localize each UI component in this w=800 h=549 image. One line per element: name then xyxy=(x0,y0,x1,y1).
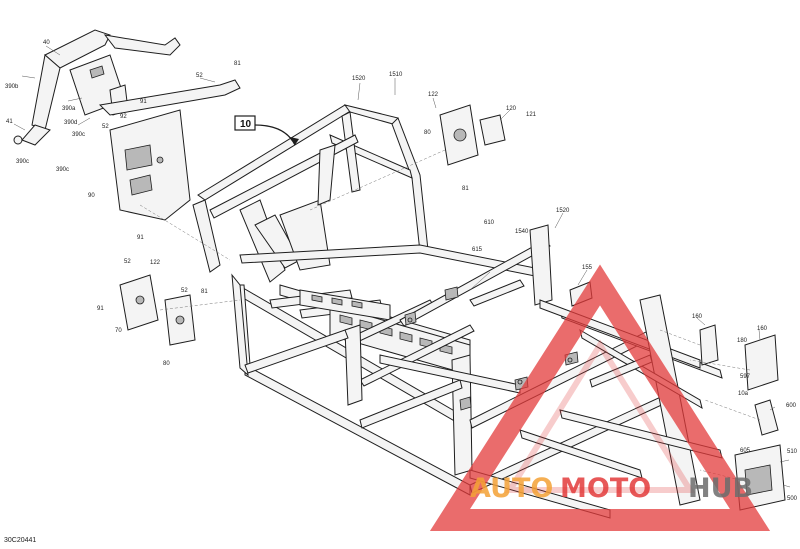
part-label: 91 xyxy=(97,306,104,312)
part-label: 90 xyxy=(88,193,95,199)
part-label: 597 xyxy=(740,374,751,380)
part-label: 121 xyxy=(526,112,537,118)
part-label: 52 xyxy=(124,259,131,265)
part-label: 52 xyxy=(102,124,109,130)
part-label: 10a xyxy=(738,391,749,397)
part-label: 81 xyxy=(234,61,241,67)
part-label: 41 xyxy=(6,119,13,125)
upper-bracket-80 xyxy=(439,104,506,166)
part-label: 510 xyxy=(787,449,798,455)
part-label: 120 xyxy=(506,106,517,112)
part-label: 91 xyxy=(140,99,147,105)
part-label: 500 xyxy=(787,496,798,502)
part-label: 81 xyxy=(201,289,208,295)
part-label: 1540 xyxy=(515,229,529,235)
watermark-logo xyxy=(429,264,771,531)
part-label: 122 xyxy=(428,92,439,98)
part-label: 80 xyxy=(424,130,431,136)
part-label: 40 xyxy=(43,40,50,46)
watermark-text: AUTO MOTO HUB xyxy=(470,473,753,504)
part-label: 390c xyxy=(56,167,69,173)
part-label: 52 xyxy=(181,288,188,294)
drawing-code: 30C20441 xyxy=(4,537,37,544)
part-label: 390c xyxy=(72,132,85,138)
part-label: 155 xyxy=(582,265,593,271)
part-label: 52 xyxy=(196,73,203,79)
part-label: 610 xyxy=(484,220,495,226)
part-label: 390b xyxy=(5,84,19,90)
part-label: 1520 xyxy=(352,76,366,82)
part-label: 91 xyxy=(137,235,144,241)
leader-lines xyxy=(13,45,791,488)
front-bracket-90 xyxy=(98,79,241,221)
part-label: 92 xyxy=(120,114,127,120)
part-label: 390a xyxy=(62,106,76,112)
part-label: 122 xyxy=(150,260,161,266)
main-frame xyxy=(192,104,723,519)
part-label: 160 xyxy=(757,326,768,332)
part-label: 1510 xyxy=(389,72,403,78)
lower-bracket-70 xyxy=(119,274,196,346)
watermark-hub: HUB xyxy=(688,473,753,504)
part-label: 615 xyxy=(472,247,483,253)
part-label: 605 xyxy=(740,448,751,454)
part-label: 390d xyxy=(64,120,77,126)
callout-main-label: 10 xyxy=(240,119,252,130)
part-label: 160 xyxy=(692,314,703,320)
part-labels: 40 390b 41 390a 390d 390c 390c 390c 91 5… xyxy=(5,40,798,502)
part-label: 81 xyxy=(462,186,469,192)
rear-small-parts xyxy=(569,281,786,511)
watermark-moto: MOTO xyxy=(560,473,651,504)
part-label: 80 xyxy=(163,361,170,367)
part-label: 390c xyxy=(16,159,29,165)
part-label: 180 xyxy=(737,338,748,344)
part-label: 70 xyxy=(115,328,122,334)
part-label: 1520 xyxy=(556,208,570,214)
callout-box xyxy=(234,115,256,131)
watermark-auto: AUTO xyxy=(470,473,553,504)
part-label: 600 xyxy=(786,403,797,409)
